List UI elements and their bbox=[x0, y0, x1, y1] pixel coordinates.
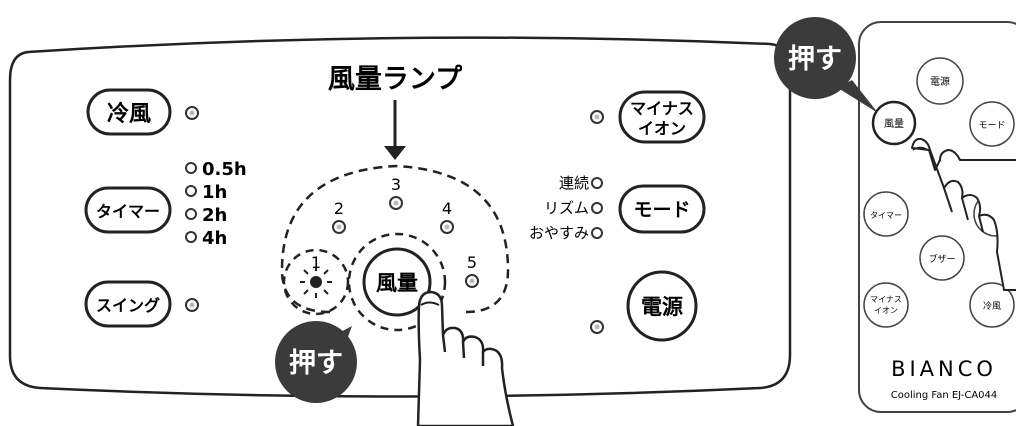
cool-button[interactable]: 冷風 bbox=[86, 88, 172, 136]
press-badge: 押す bbox=[275, 321, 357, 403]
speed-lamp-3: 3 bbox=[389, 175, 403, 210]
mode-option-0: 連続 bbox=[559, 174, 589, 192]
svg-text:3: 3 bbox=[391, 175, 401, 194]
svg-text:タイマー: タイマー bbox=[870, 211, 902, 220]
svg-text:4: 4 bbox=[442, 199, 452, 218]
mode-option-1: リズム bbox=[544, 199, 589, 217]
svg-text:イオン: イオン bbox=[874, 306, 898, 315]
svg-text:風量: 風量 bbox=[884, 118, 904, 130]
svg-text:冷風: 冷風 bbox=[107, 101, 151, 127]
remote-mode-button[interactable]: モード bbox=[969, 101, 1015, 147]
minus-ion-button[interactable]: マイナス イオン bbox=[618, 90, 706, 144]
svg-text:5: 5 bbox=[467, 253, 477, 272]
mode-lamps: 連続 リズム おやすみ bbox=[529, 174, 603, 242]
remote-brand: BIANCO bbox=[891, 357, 997, 381]
minus-ion-lamp bbox=[590, 110, 604, 124]
remote-cool-button[interactable]: 冷風 bbox=[969, 282, 1015, 328]
hand-pointer-icon bbox=[416, 290, 515, 426]
svg-text:ブザー: ブザー bbox=[928, 253, 955, 265]
svg-text:電源: 電源 bbox=[930, 75, 950, 88]
svg-text:電源: 電源 bbox=[641, 295, 683, 319]
lamp-region-dashed bbox=[280, 164, 510, 314]
svg-text:風量: 風量 bbox=[376, 271, 418, 295]
wind-button-dashed-ring bbox=[347, 232, 447, 332]
svg-text:スイング: スイング bbox=[96, 296, 160, 315]
timer-lamps: 0.5h 1h 2h 4h bbox=[185, 159, 247, 249]
svg-text:モード: モード bbox=[633, 199, 690, 221]
remote-model: Cooling Fan EJ-CA044 bbox=[891, 390, 998, 401]
speed-lamp-5: 5 bbox=[465, 253, 479, 288]
power-lamp bbox=[590, 320, 604, 334]
cool-lamp bbox=[185, 106, 199, 120]
svg-text:マイナス: マイナス bbox=[870, 295, 902, 304]
svg-text:押す: 押す bbox=[289, 348, 343, 379]
remote-hand-pointer-icon bbox=[911, 137, 1016, 291]
swing-lamp bbox=[185, 298, 199, 312]
svg-text:マイナス: マイナス bbox=[630, 99, 694, 118]
timer-button[interactable]: タイマー bbox=[84, 186, 172, 234]
svg-text:タイマー: タイマー bbox=[96, 202, 160, 221]
arrow-down-icon bbox=[384, 146, 406, 160]
power-button[interactable]: 電源 bbox=[626, 270, 698, 342]
svg-text:1: 1 bbox=[311, 253, 321, 272]
speed-lamp-4: 4 bbox=[440, 199, 454, 234]
speed-lamp-1-lit: 1 bbox=[300, 253, 332, 298]
mode-button[interactable]: モード bbox=[618, 184, 706, 234]
remote-minus-ion-button[interactable]: マイナス イオン bbox=[863, 282, 909, 328]
speed-lamp-2: 2 bbox=[332, 199, 346, 234]
remote-power-button[interactable]: 電源 bbox=[916, 57, 964, 105]
mode-option-2: おやすみ bbox=[529, 224, 589, 242]
timer-option-1: 1h bbox=[202, 182, 227, 203]
remote-press-badge: 押す bbox=[774, 17, 878, 113]
timer-option-2: 2h bbox=[202, 205, 227, 226]
remote-timer-button[interactable]: タイマー bbox=[863, 191, 909, 237]
lamp-title: 風量ランプ bbox=[328, 64, 463, 95]
svg-text:押す: 押す bbox=[788, 44, 842, 75]
remote-buzzer-button[interactable]: ブザー bbox=[919, 235, 965, 281]
swing-button[interactable]: スイング bbox=[84, 280, 172, 328]
control-panel-outline bbox=[8, 36, 792, 398]
timer-option-0: 0.5h bbox=[202, 159, 247, 180]
svg-text:イオン: イオン bbox=[638, 119, 686, 138]
svg-text:2: 2 bbox=[334, 199, 344, 218]
remote-wind-button[interactable]: 風量 bbox=[871, 100, 917, 146]
wind-button[interactable]: 風量 bbox=[362, 247, 432, 317]
svg-text:モード: モード bbox=[978, 121, 1005, 131]
timer-option-3: 4h bbox=[202, 228, 227, 249]
level1-dashed-ring bbox=[282, 248, 350, 316]
svg-text:冷風: 冷風 bbox=[983, 300, 1001, 312]
